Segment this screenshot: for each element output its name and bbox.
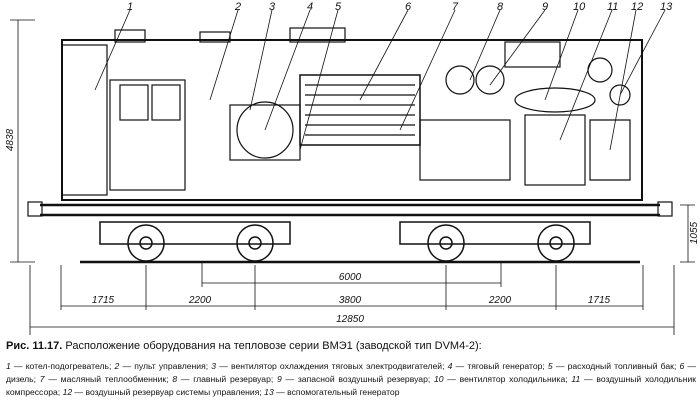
locomotive-body [27, 27, 673, 217]
legend-text: расходный топливный бак; [567, 361, 677, 371]
dim-segment: 1715 [92, 295, 115, 306]
legend-item: 12 — воздушный резервуар системы управле… [62, 387, 262, 397]
callout-11: 11 [607, 1, 618, 13]
legend-text: главный резервуар; [193, 374, 274, 384]
callout-1: 1 [127, 1, 133, 13]
legend-text: масляный теплообменник; [60, 374, 169, 384]
callout-9: 9 [542, 1, 548, 13]
legend-text: котел-подогреватель; [25, 361, 112, 371]
legend-item: 5 — расходный топливный бак; [547, 361, 677, 371]
dim-segment: 2200 [488, 295, 512, 306]
legend-text: воздушный холодильник компрессора; [6, 374, 697, 397]
legend-text: пульт управления; [134, 361, 209, 371]
legend-item: 10 — вентилятор холодильника; [434, 374, 568, 384]
legend-number: 10 [434, 374, 444, 384]
legend-text: вспомогательный генератор [287, 387, 400, 397]
legend-item: 6 — дизель; [6, 361, 697, 384]
locomotive-drawing: 1 2 3 4 5 6 7 8 9 10 11 12 13 4838 1055 … [5, 1, 700, 335]
callout-8: 8 [497, 1, 504, 13]
callout-leaders [94, 9, 666, 151]
dim-height-total: 4838 [5, 128, 16, 151]
legend-number: 11 [571, 374, 581, 384]
dim-height-frame: 1055 [689, 221, 700, 244]
dim-axle-span: 6000 [339, 272, 362, 283]
legend-number: 13 [264, 387, 274, 397]
legend-text: вентилятор холодильника; [459, 374, 568, 384]
legend-number: 7 [39, 374, 45, 384]
figure-number: Рис. 11.17. [6, 340, 63, 352]
dimension-labels: 4838 1055 6000 1715 2200 3800 2200 1715 … [5, 128, 700, 325]
legend-item: 11 — воздушный холодильник компрессора; [6, 374, 697, 397]
legend-text: запасной воздушный резервуар; [297, 374, 431, 384]
legend-number: 6 [679, 361, 685, 371]
legend-item: 3 — вентилятор охлаждения тяговых электр… [211, 361, 445, 371]
legend-item: 8 — главный резервуар; [172, 374, 274, 384]
figure-legend: 1 — котел-подогреватель; 2 — пульт управ… [6, 360, 696, 399]
legend-number: 2 [114, 361, 120, 371]
dim-segment: 1715 [588, 295, 611, 306]
legend-text: дизель; [6, 374, 37, 384]
legend-item: 4 — тяговый генератор; [447, 361, 545, 371]
callout-10: 10 [573, 1, 586, 13]
bogies [80, 221, 640, 264]
legend-item: 13 — вспомогательный генератор [264, 387, 400, 397]
legend-number: 3 [211, 361, 217, 371]
figure-caption-title: Рис. 11.17. Расположение оборудования на… [6, 340, 696, 352]
legend-text: тяговый генератор; [467, 361, 545, 371]
legend-text: вентилятор охлаждения тяговых электродви… [230, 361, 445, 371]
legend-item: 2 — пульт управления; [114, 361, 209, 371]
legend-text: воздушный резервуар системы управления; [85, 387, 262, 397]
dimension-lines [10, 19, 695, 335]
callout-7: 7 [452, 1, 459, 13]
legend-number: 9 [277, 374, 282, 384]
legend-number: 1 [6, 361, 11, 371]
legend-item: 1 — котел-подогреватель; [6, 361, 112, 371]
callout-2: 2 [234, 1, 241, 13]
dim-segment: 3800 [339, 295, 362, 306]
dim-overall-length: 12850 [336, 314, 364, 325]
figure-title: Расположение оборудования на тепловозе с… [65, 340, 482, 352]
callout-numbers: 1 2 3 4 5 6 7 8 9 10 11 12 13 [127, 1, 673, 13]
callout-5: 5 [335, 1, 342, 13]
callout-3: 3 [269, 1, 276, 13]
dim-segment: 2200 [188, 295, 212, 306]
callout-4: 4 [307, 1, 313, 13]
legend-number: 5 [547, 361, 553, 371]
callout-13: 13 [660, 1, 673, 13]
legend-number: 8 [172, 374, 178, 384]
callout-6: 6 [405, 1, 412, 13]
legend-item: 9 — запасной воздушный резервуар; [277, 374, 431, 384]
callout-12: 12 [631, 1, 643, 13]
legend-item: 7 — масляный теплообменник; [39, 374, 169, 384]
legend-number: 12 [62, 387, 73, 397]
legend-number: 4 [447, 361, 453, 371]
